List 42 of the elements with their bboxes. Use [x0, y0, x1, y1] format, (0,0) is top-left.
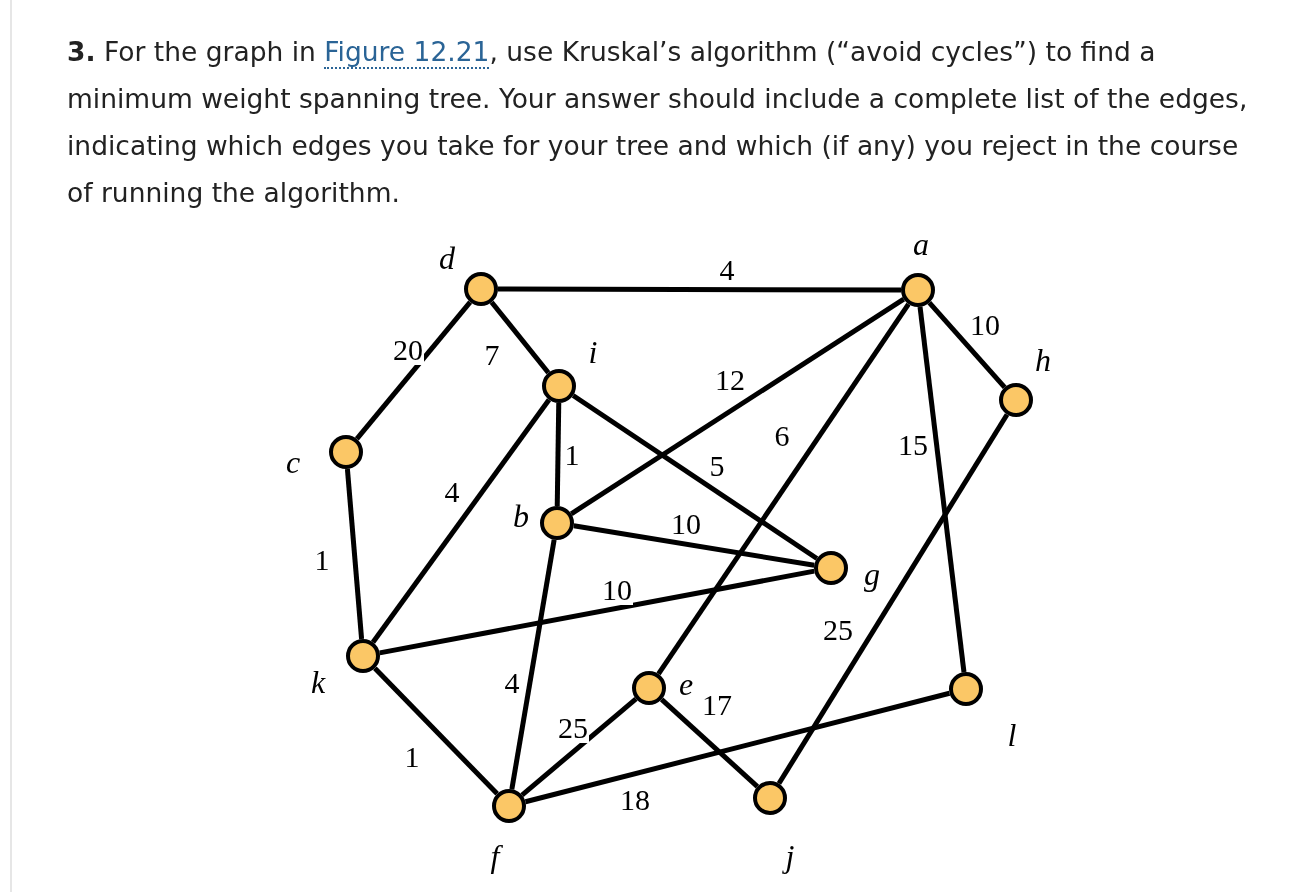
vertex-label: a — [913, 228, 929, 260]
vertex-label: k — [310, 666, 326, 698]
vertex-circle — [346, 639, 380, 673]
vertex-label: g — [864, 558, 880, 590]
vertex-circle — [542, 369, 576, 403]
graph-edge — [917, 306, 967, 673]
vertex-label: d — [439, 242, 455, 274]
graph-edge — [554, 402, 562, 507]
vertex-circle — [540, 506, 574, 540]
vertex-circle — [329, 435, 363, 469]
graph-edge — [520, 697, 638, 797]
vertex-circle — [753, 781, 787, 815]
vertex-label: i — [588, 336, 598, 368]
graph-edge — [776, 413, 1010, 785]
graph-edge — [524, 690, 951, 805]
graph-edge — [509, 539, 557, 790]
graph-edge — [379, 568, 815, 656]
vertex-circle — [632, 671, 666, 705]
graph-edge — [571, 393, 819, 561]
vertex-circle — [901, 273, 935, 307]
graph-edge — [573, 523, 815, 568]
vertex-label: e — [678, 668, 694, 700]
vertex-circle — [492, 789, 526, 823]
graph-edge — [569, 297, 906, 516]
graph-edge — [489, 300, 551, 375]
graph-edge — [354, 300, 473, 441]
graph-edge — [373, 666, 499, 796]
vertex-circle — [814, 551, 848, 585]
graph-edge — [498, 286, 901, 293]
graph-edge — [344, 468, 365, 640]
question-text: 3. For the graph in Figure 12.21, use Kruskal’s algorithm (“avoid cycles”) to find a minimum weight spanning tree. Your answer should include a complete list of the edges, indicating which edges you take for your tree and which (if any) you reject in the course of running the algorithm. — [67, 35, 1249, 210]
vertex-circle — [999, 383, 1033, 417]
graph-edge — [656, 302, 911, 676]
vertex-circle — [949, 672, 983, 706]
vertex-label: l — [1007, 719, 1017, 751]
vertex-label: b — [513, 500, 529, 532]
graph-edge — [370, 398, 552, 644]
vertex-label: h — [1035, 344, 1051, 376]
vertex-circle — [464, 272, 498, 306]
graph-edge — [927, 301, 1007, 389]
vertex-label: c — [285, 446, 301, 478]
figure-link: Figure 12.21 — [324, 36, 490, 69]
